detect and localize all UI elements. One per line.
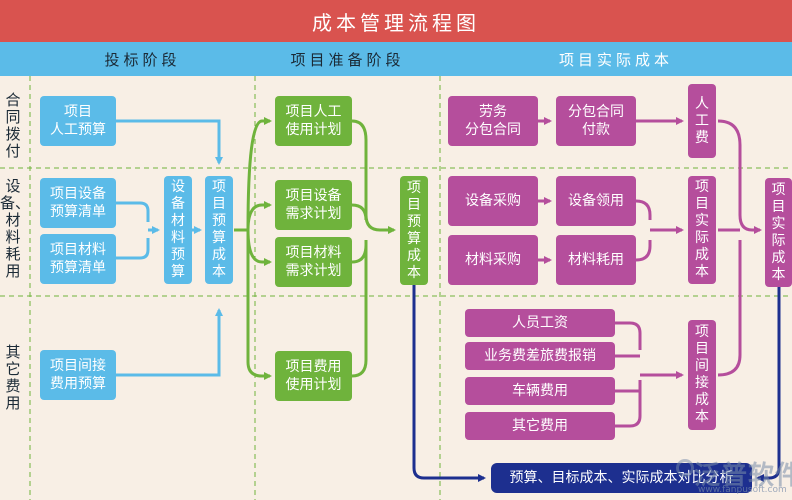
box-vehicle-expense: 车辆费用: [465, 377, 615, 405]
grid-lines: [0, 76, 792, 500]
box-equipment-material-budget: 设备材料预算: [164, 176, 192, 284]
box-material-purchase: 材料采购: [448, 235, 538, 285]
box-equipment-demand-plan: 项目设备 需求计划: [275, 180, 352, 230]
row-label-materials: 设备、材料耗用: [0, 177, 31, 280]
phase-actual-cost: 项目实际成本: [558, 50, 673, 69]
box-equipment-requisition: 设备领用: [556, 176, 636, 226]
box-staff-wages: 人员工资: [465, 309, 615, 337]
box-subcontract-payment: 分包合同 付款: [556, 96, 636, 146]
box-project-indirect-cost: 项目间接成本: [688, 320, 716, 430]
final-connector: [412, 285, 781, 482]
phase-header-bar: 投标阶段 项目准备阶段 项目实际成本: [0, 42, 792, 76]
box-material-budget-list: 项目材料 预算清单: [40, 234, 116, 284]
box-project-actual-cost-total: 项目实际成本: [765, 178, 792, 287]
box-equipment-budget-list: 项目设备 预算清单: [40, 178, 116, 228]
box-material-consumption: 材料耗用: [556, 235, 636, 285]
bidding-connectors: [116, 119, 223, 377]
page-title: 成本管理流程图: [0, 0, 792, 42]
box-project-budget-cost-bidding: 项目预算成本: [205, 176, 233, 284]
box-equipment-purchase: 设备采购: [448, 176, 538, 226]
box-material-demand-plan: 项目材料 需求计划: [275, 237, 352, 287]
box-labor-usage-plan: 项目人工 使用计划: [275, 96, 352, 146]
box-business-travel-expense: 业务费差旅费报销: [465, 342, 615, 370]
box-indirect-cost-budget: 项目间接 费用预算: [40, 350, 116, 400]
preparation-connectors: [234, 117, 396, 380]
box-labor-cost: 人工费: [688, 84, 716, 158]
box-other-expense: 其它费用: [465, 412, 615, 440]
box-labor-subcontract: 劳务 分包合同: [448, 96, 538, 146]
row-label-other: 其它费用: [5, 343, 21, 412]
phase-preparation: 项目准备阶段: [290, 50, 405, 69]
box-expense-usage-plan: 项目费用 使用计划: [275, 351, 352, 401]
phase-bidding: 投标阶段: [104, 50, 181, 69]
row-label-contract: 合同拨付: [5, 91, 21, 160]
box-project-budget-cost-prep: 项目预算成本: [400, 176, 428, 285]
actual-cost-connectors: [538, 117, 762, 428]
box-project-actual-cost-materials: 项目实际成本: [688, 176, 716, 284]
box-labor-budget: 项目 人工预算: [40, 96, 116, 146]
box-cost-comparison-analysis: 预算、目标成本、实际成本对比分析: [491, 463, 752, 493]
